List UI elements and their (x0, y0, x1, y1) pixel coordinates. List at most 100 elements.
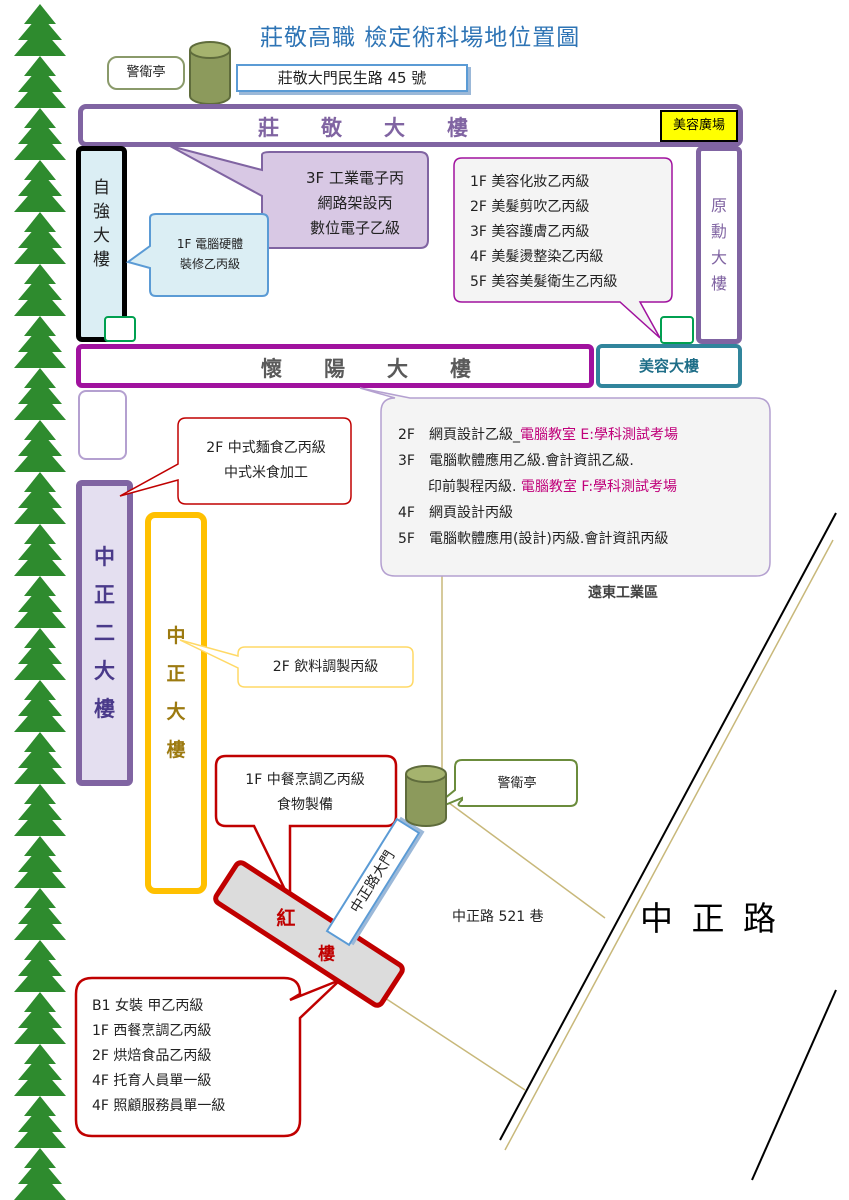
beauty-line-2: 2F 美髮剪吹乙丙級 (470, 199, 590, 215)
ziqiang-entrance (104, 316, 136, 342)
classroom-e-text: 電腦教室 E:學科測試考場 (519, 427, 678, 443)
tree-icon (14, 4, 66, 56)
hong-main-line-1: B1 女裝 甲乙丙級 (92, 998, 204, 1014)
guard-booth-top-label: 警衛亭 (107, 56, 185, 90)
zhongzheng-label-char: 樓 (166, 739, 186, 761)
zhongzheng-label-char: 正 (166, 663, 186, 685)
zhongzheng-callout (179, 639, 414, 688)
zhuangjing-building: 莊 敬 大 樓 (78, 104, 743, 147)
ziqiang-line-2: 裝修乙丙級 (179, 257, 240, 271)
hong-1f-line-2: 食物製備 (277, 797, 333, 813)
yuanxun-building: 原勳大樓 (696, 146, 742, 344)
zhuangjing-line-3: 數位電子乙級 (309, 219, 400, 237)
zhongzheng-road-edge-2 (504, 539, 834, 1151)
tree-icon (14, 524, 66, 576)
beauty-callout (453, 157, 673, 339)
tree-icon (14, 1044, 66, 1096)
zhongzheng2-line-1: 2F 中式麵食乙丙級 (206, 440, 326, 456)
ziqiang-label-char: 自 (93, 178, 110, 198)
tree-icon (14, 992, 66, 1044)
hong-main-line-5: 4F 照顧服務員單一級 (92, 1098, 226, 1114)
zhongzheng2-building: 中正二大樓 (76, 480, 133, 786)
guard-booth-bottom-label: 警衛亭 (497, 776, 537, 791)
yuanxun-entrance (660, 316, 694, 344)
huaiyang-line-5: 5F 電腦軟體應用(設計)丙級.會計資訊丙級 (398, 531, 669, 547)
zhongzheng-road-label: 中 正 路 (640, 899, 780, 938)
zhongzheng2-label-char: 大 (94, 659, 115, 683)
tree-icon (14, 160, 66, 212)
hong-1f-callout-text: 1F 中餐烹調乙丙級 食物製備 (220, 768, 390, 818)
hong-main-line-3: 2F 烘焙食品乙丙級 (92, 1048, 212, 1064)
zhongzheng2-label-char: 正 (94, 583, 115, 607)
huaiyang-3f-cont-text: 印前製程丙級. (428, 479, 517, 495)
zhuangjing-line-1: 3F 工業電子丙 (306, 169, 404, 187)
huaiyang-line-2: 3F 電腦軟體應用乙級.會計資訊乙級. (398, 453, 634, 469)
zhongzheng2-callout (119, 417, 352, 505)
hong-1f-line-1: 1F 中餐烹調乙丙級 (245, 772, 365, 788)
ziqiang-label-char: 樓 (93, 250, 110, 270)
tree-icon (14, 108, 66, 160)
zhuangjing-building-label: 莊 敬 大 樓 (258, 116, 468, 140)
zhuangjing-callout-text: 3F 工業電子丙 網路架設丙 數位電子乙級 (290, 166, 420, 241)
zhongzheng-road-edge-1 (499, 512, 837, 1141)
tree-icon (14, 420, 66, 472)
zhongzheng2-line-2: 中式米食加工 (224, 465, 308, 481)
zhongzheng-label-char: 大 (166, 701, 186, 723)
tree-icon (14, 732, 66, 784)
hong-building-label-2: 樓 (318, 944, 336, 965)
zhongzheng2-label-char: 樓 (94, 697, 115, 721)
guard-booth-bottom-icon (405, 765, 447, 827)
guard-bottom-callout (427, 759, 578, 813)
ziqiang-callout (125, 213, 269, 297)
tree-icon (14, 836, 66, 888)
hong-main-callout-text: B1 女裝 甲乙丙級 1F 西餐烹調乙丙級 2F 烘焙食品乙丙級 4F 托育人員… (92, 994, 292, 1119)
tree-icon (14, 56, 66, 108)
yuanxun-label-char: 樓 (710, 274, 727, 293)
zhongzheng2-callout-text: 2F 中式麵食乙丙級 中式米食加工 (186, 436, 346, 486)
lane-521-line (444, 799, 606, 919)
main-gate-sign: 莊敬大門民生路 45 號 (236, 64, 468, 92)
zhongzheng-building: 中正大樓 (145, 512, 207, 894)
huaiyang-2f-text: 2F 網頁設計乙級_ (398, 427, 520, 443)
hong-main-line-4: 4F 托育人員單一級 (92, 1073, 212, 1089)
page-title: 莊敬高職 檢定術科場地位置圖 (260, 25, 581, 51)
zhongzheng2-label-char: 中 (94, 545, 115, 569)
beauty-line-4: 4F 美髮燙整染乙丙級 (470, 249, 604, 265)
hong-1f-callout (214, 754, 398, 901)
beauty-plaza-label: 美容廣場 (660, 110, 738, 142)
tree-icon (14, 576, 66, 628)
huaiyang-line-3: 印前製程丙級. 電腦教室 F:學科測試考場 (398, 474, 770, 500)
huaiyang-callout-text: 2F 網頁設計乙級_電腦教室 E:學科測試考場 3F 電腦軟體應用乙級.會計資訊… (398, 422, 770, 552)
huaiyang-building: 懷 陽 大 樓 (76, 344, 594, 388)
hong-main-line-2: 1F 西餐烹調乙丙級 (92, 1023, 212, 1039)
zhongzheng-label-char: 中 (166, 625, 186, 647)
tree-icon (14, 628, 66, 680)
hong-main-callout (74, 976, 341, 1138)
guard-booth-top-icon (189, 41, 231, 105)
zhongzheng-road-edge-3 (751, 989, 837, 1181)
huaiyang-callout (359, 387, 771, 577)
beauty-line-3: 3F 美容護膚乙丙級 (470, 224, 590, 240)
tree-icon (14, 472, 66, 524)
huaiyang-line-1: 2F 網頁設計乙級_電腦教室 E:學科測試考場 (398, 422, 770, 448)
hong-to-road-line (384, 997, 526, 1091)
far-east-label: 遠東工業區 (588, 585, 658, 601)
zhuangjing-line-2: 網路架設丙 (317, 194, 393, 212)
lane-521-label: 中正路 521 巷 (452, 909, 544, 925)
tree-border (14, 4, 66, 1200)
yuanxun-label-char: 大 (710, 248, 727, 267)
zhongzheng2-label-char: 二 (94, 621, 115, 645)
tree-icon (14, 316, 66, 368)
tree-icon (14, 264, 66, 316)
yuanxun-label-char: 勳 (710, 222, 727, 241)
beauty-line-5: 5F 美容美髮衛生乙丙級 (470, 274, 618, 290)
zhongzheng-callout-text: 2F 飲料調製丙級 (272, 659, 379, 675)
ziqiang-building: 自強大樓 (76, 146, 127, 342)
tree-icon (14, 680, 66, 732)
huaiyang-building-label: 懷 陽 大 樓 (261, 357, 471, 381)
ziqiang-line-1: 1F 電腦硬體 (176, 237, 244, 251)
yuanxun-label-char: 原 (710, 196, 727, 215)
huaiyang-line-4: 4F 網頁設計丙級 (398, 505, 513, 521)
